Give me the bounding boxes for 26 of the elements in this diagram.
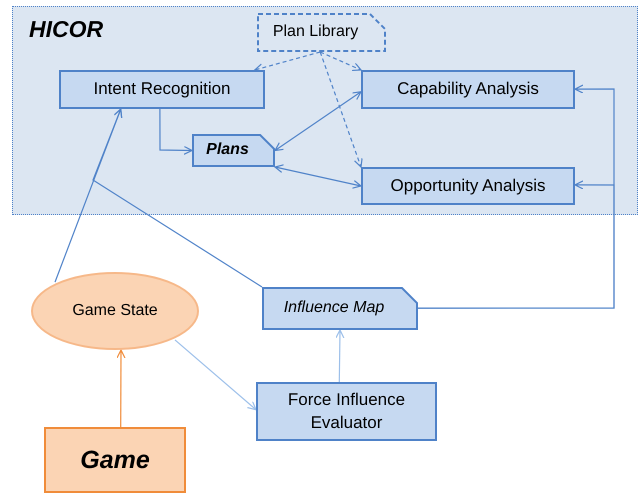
process-box (59, 70, 265, 109)
group-title: HICOR (29, 16, 104, 43)
arrow (174, 339, 257, 410)
arrow (116, 349, 126, 427)
node-label: Plans (206, 140, 250, 160)
arrow (335, 329, 344, 382)
process-box (361, 167, 575, 205)
source-box (44, 427, 186, 493)
arrow (159, 109, 193, 155)
arrow (254, 51, 320, 72)
arrow (320, 51, 362, 72)
arrow (418, 180, 615, 309)
node-label: Force Influence Evaluator (286, 389, 406, 434)
node-label: Intent Recognition (92, 78, 232, 100)
arrow (274, 164, 362, 189)
node-label: Game (79, 444, 151, 476)
node-label: Plan Library (272, 22, 360, 42)
process-box (256, 382, 437, 441)
node-label: Capability Analysis (396, 78, 540, 100)
arrow (92, 108, 262, 288)
arrow (320, 52, 363, 168)
node-label: Influence Map (284, 298, 386, 318)
process-box (361, 70, 575, 109)
arrow (274, 91, 362, 152)
node-label: Game State (71, 300, 159, 321)
node-label: Opportunity Analysis (390, 174, 546, 197)
